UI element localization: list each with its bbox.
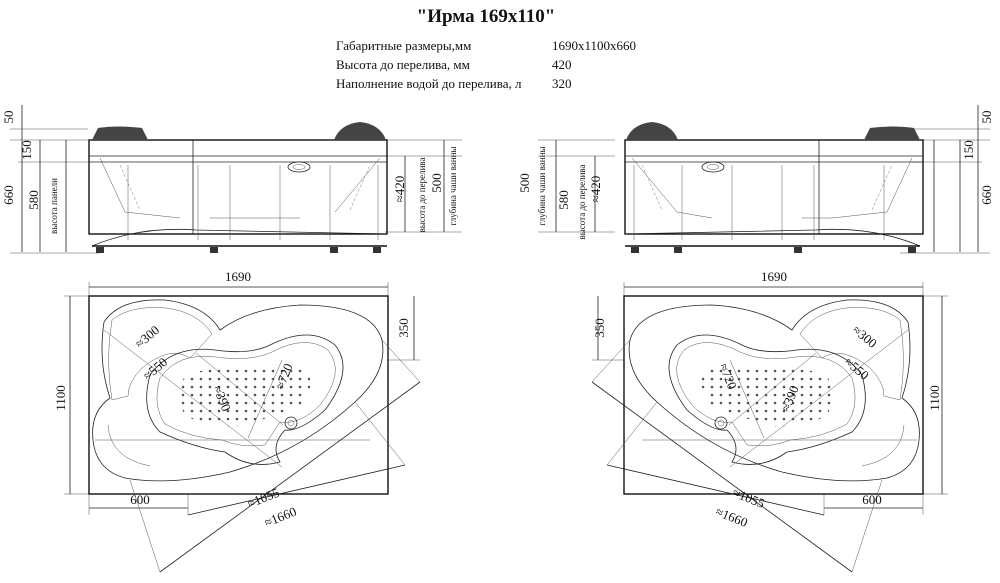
- overflow-height-label: высота до перелива: [417, 157, 427, 232]
- spec-label: Высота до перелива, мм: [336, 57, 470, 72]
- dim-350-label-right: 350: [592, 318, 607, 338]
- dim-1100-label-right: 1100: [927, 385, 942, 411]
- dim-150-label: 150: [19, 140, 34, 160]
- plan-view-right: [591, 282, 948, 573]
- spec-row-volume: Наполнение водой до перелива, л 320: [336, 74, 636, 93]
- dim-350-label: 350: [396, 318, 411, 338]
- plan-view-left: 1690 1100 350 600: [53, 269, 421, 573]
- dim-1660-label-right: ≈1660: [714, 504, 750, 530]
- dim-1690-label: 1690: [225, 269, 251, 284]
- spec-value: 420: [552, 57, 572, 72]
- dim-420-label: ≈420: [392, 176, 407, 203]
- dim-580-label: 580: [26, 190, 41, 210]
- dim-600-label-right: 600: [862, 492, 882, 507]
- dim-1100-label: 1100: [53, 385, 68, 411]
- dim-420-label-right: ≈420: [588, 176, 603, 203]
- dim-1055-label-right: ≈1055: [731, 485, 767, 511]
- spec-value: 1690х1100х660: [552, 38, 637, 53]
- dim-150-label-right: 150: [961, 140, 976, 160]
- dim-660-label-right: 660: [979, 185, 994, 205]
- bowl-depth-label-right: глубина чаши ванны: [537, 147, 547, 226]
- dim-1690-label-right: 1690: [761, 269, 787, 284]
- spec-row-overflow-height: Высота до перелива, мм 420: [336, 55, 636, 74]
- dim-1660-label: ≈1660: [262, 504, 298, 530]
- specs-table: Габаритные размеры,мм 1690х1100х660 Высо…: [336, 36, 636, 93]
- spec-row-dimensions: Габаритные размеры,мм 1690х1100х660: [336, 36, 636, 55]
- spec-label: Габаритные размеры,мм: [336, 38, 472, 53]
- dim-50-label-right: 50: [979, 111, 994, 124]
- dim-550-label: ≈550: [140, 354, 170, 383]
- dim-50-label: 50: [1, 111, 16, 124]
- side-view-right: 50 150 660 580 высота до перелива ≈420 5…: [517, 105, 994, 254]
- bowl-depth-label: глубина чаши ванны: [448, 147, 458, 226]
- page-title: "Ирма 169х110": [416, 6, 556, 27]
- dim-500-label-right: 500: [517, 173, 532, 193]
- dim-580-label-right: 580: [556, 190, 571, 210]
- dim-660-label: 660: [1, 185, 16, 205]
- panel-height-label: высота панели: [49, 178, 59, 234]
- dim-300-label: ≈300: [132, 322, 162, 351]
- spec-label: Наполнение водой до перелива, л: [336, 76, 522, 91]
- dim-300-label-right: ≈300: [850, 322, 880, 351]
- dim-500-label: 500: [429, 173, 444, 193]
- side-view-left: 50 150 660 580 высота панели ≈420 высота…: [1, 105, 462, 254]
- dim-550-label-right: ≈550: [842, 354, 872, 383]
- dim-1055-label: ≈1055: [245, 485, 281, 511]
- overflow-height-label-right: высота до перелива: [577, 164, 587, 239]
- spec-value: 320: [552, 76, 572, 91]
